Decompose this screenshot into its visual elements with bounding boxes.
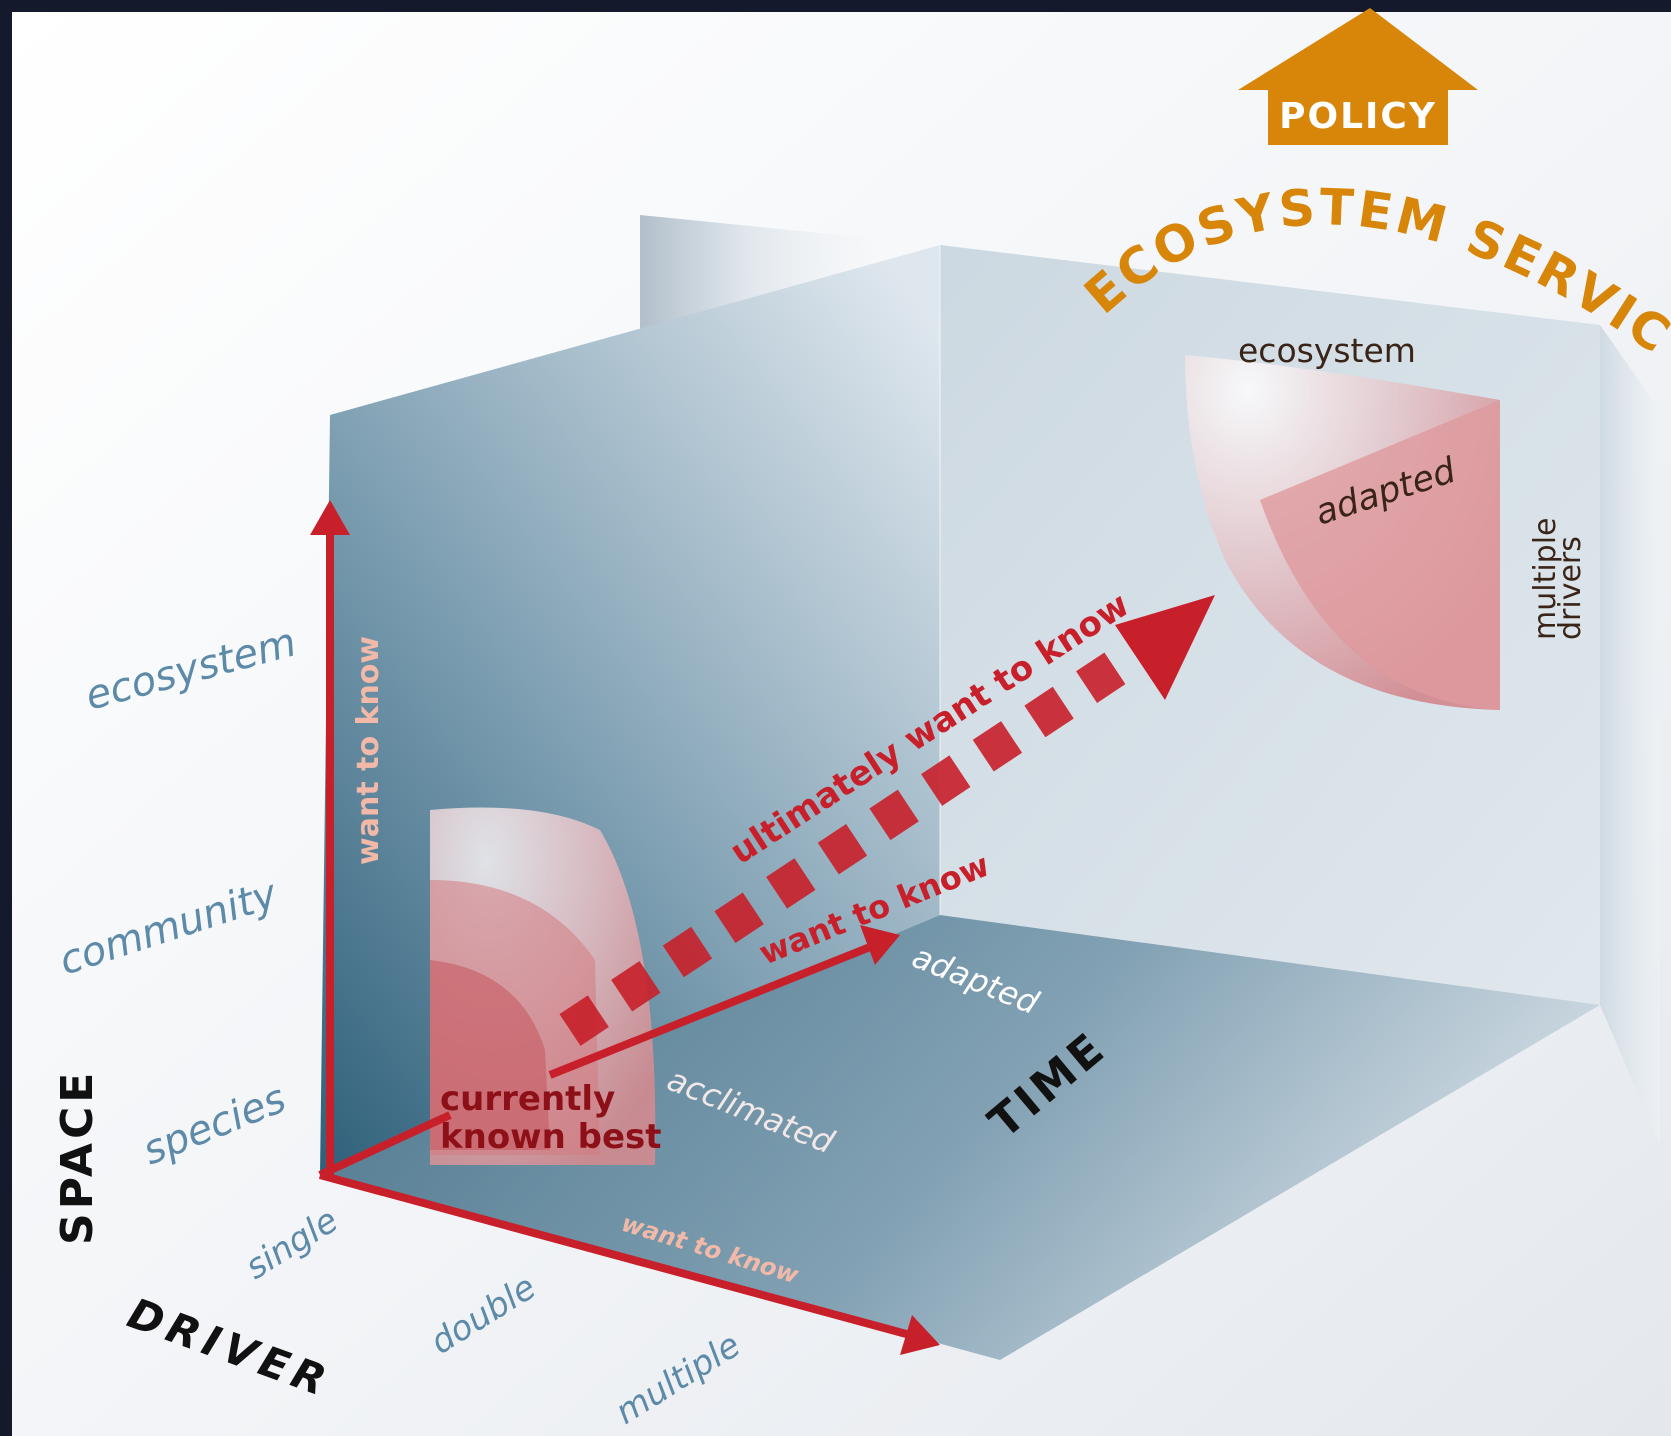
near-label-line2: known best: [440, 1117, 662, 1157]
policy-label: POLICY: [1279, 96, 1437, 137]
space-axis-title: SPACE: [52, 1069, 103, 1245]
near-label-line1: currently: [440, 1079, 615, 1119]
policy-arrow: POLICY: [1238, 8, 1478, 145]
far-top-label: ecosystem: [1238, 331, 1416, 370]
origin-connector: [318, 1111, 452, 1179]
right-wall: [1600, 325, 1660, 1145]
far-side-label-line1: multiple: [1528, 517, 1563, 640]
near-sphere-inner: [430, 960, 550, 1150]
driver-arrow-shaft: [318, 1171, 912, 1339]
ultimate-arrow-dashes: [559, 639, 1146, 1046]
policy-arrow-shape: [1238, 8, 1478, 145]
far-sphere-slice: [1260, 400, 1500, 710]
driver-arrow-head: [900, 1315, 940, 1355]
space-arrow-head: [310, 500, 350, 535]
space-arrow-label: want to know: [351, 636, 386, 865]
space-arrow: want to know: [310, 500, 386, 1175]
time-arrow-head: [860, 925, 900, 965]
floor: [320, 915, 1600, 1360]
far-side-label-line2: drivers: [1553, 536, 1588, 640]
near-region: currently known best: [430, 807, 662, 1165]
far-region: ecosystem adapted multiple drivers: [1185, 331, 1588, 710]
time-arrow-shaft: [548, 941, 877, 1079]
ultimate-arrow-head: [1115, 595, 1215, 700]
